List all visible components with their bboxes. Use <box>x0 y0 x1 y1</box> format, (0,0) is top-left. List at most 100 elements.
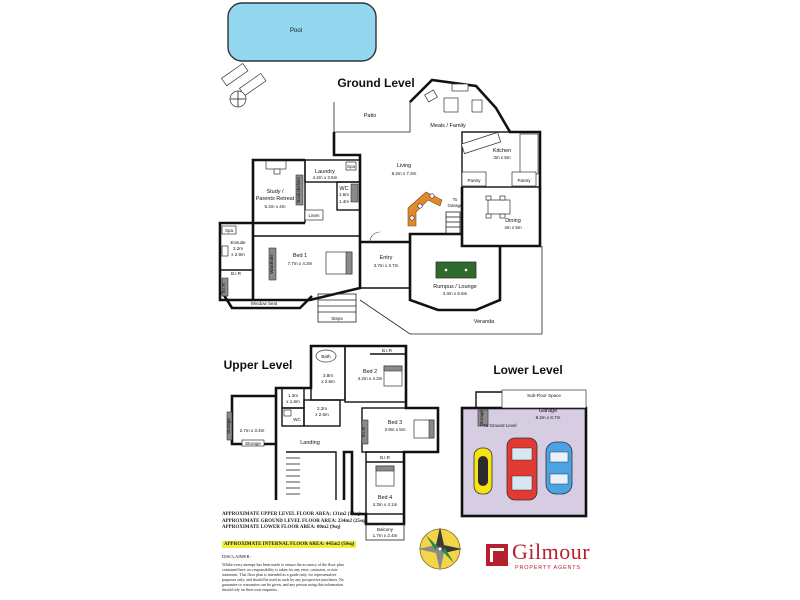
spa-label: Spa <box>347 164 356 169</box>
upper-level-title: Upper Level <box>224 358 293 372</box>
bir4-label: B.I.R <box>380 455 391 460</box>
to-ground-label: To Ground Level <box>483 423 516 428</box>
bir3-label: B.I.R <box>361 426 366 437</box>
disclaimer-heading: DISCLAIMER: <box>222 553 251 559</box>
study-label: Study / <box>266 189 284 195</box>
linen-label: Linen <box>308 213 320 218</box>
study-wall <box>251 158 305 225</box>
pool-table <box>435 261 477 279</box>
lower-storage-label: Storage <box>479 410 484 426</box>
kitchen-wall <box>461 131 541 188</box>
deck-storage-label: Storage <box>226 418 231 434</box>
wc-size-2: 1.4m <box>339 199 349 204</box>
subfloor-label: Sub-Floor Space <box>527 393 561 398</box>
floor-area-notes: APPROXIMATE UPPER LEVEL FLOOR AREA: 131m… <box>222 512 366 592</box>
bed3-label: Bed 3 <box>388 420 402 426</box>
bookshelves-label: Bookshelves <box>296 176 301 202</box>
upper-area-line: APPROXIMATE UPPER LEVEL FLOOR AREA: 131m… <box>222 512 362 519</box>
lounge-furniture <box>424 83 483 113</box>
bir-side-label: B.I.R <box>221 282 226 293</box>
rumpus-wall <box>408 242 502 312</box>
disclaimer-text: Whilst every attempt has been made to en… <box>222 561 344 592</box>
front-steps <box>317 293 357 323</box>
bed4-label: Bed 4 <box>378 495 392 501</box>
garage-label: Garage <box>539 408 557 414</box>
blue-car <box>545 441 573 495</box>
balcony-label: Balcony <box>377 527 394 532</box>
bath-size: 3.8m <box>323 373 333 378</box>
to-garage-label: To <box>453 197 458 202</box>
wc-label: WC <box>339 186 348 192</box>
wc-wall <box>336 181 361 211</box>
dining-label: Dining <box>505 218 521 224</box>
lower-level-title: Lower Level <box>493 363 562 377</box>
study-size: 5.4m x 4m <box>264 204 285 209</box>
bed4-size: 4.3m x 4.1m <box>373 502 398 507</box>
ensuite-wall <box>218 221 253 302</box>
landing-stairwell <box>286 451 337 500</box>
dining-table <box>485 195 511 219</box>
small-ensuite-size: 1.3m <box>288 393 298 398</box>
ground-level-plan: Patio Meals / Family Kitchen 3m x 5m Pan… <box>218 78 543 335</box>
study-label-2: Parents Retreat <box>256 196 295 202</box>
landing-label: Landing <box>300 440 320 446</box>
gilmour-logo-icon: Gilmour PROPERTY AGENTS <box>486 539 590 571</box>
wc-size: 1.6m <box>339 192 349 197</box>
lower-level-plan: Sub-Floor Space Storage Garage 9.2m x 8.… <box>460 389 588 518</box>
logo-mark-icon <box>486 544 508 566</box>
ground-area-value: 234m2 (25sq) <box>337 518 367 524</box>
small-ensuite-size-2: x 1.6m <box>286 399 300 404</box>
dining-size: 4m x 5m <box>504 225 522 230</box>
ensuite-spa-label: Spa <box>225 228 234 233</box>
bed3-size: 3.9m x 5m <box>384 427 405 432</box>
kitchen-island <box>460 131 502 155</box>
laundry-size: 4.2m x 3.5m <box>313 175 338 180</box>
brand-name: Gilmour <box>512 539 591 564</box>
ground-level-title: Ground Level <box>337 76 414 90</box>
bed1-label: Bed 1 <box>293 253 307 259</box>
study-desk <box>265 160 287 170</box>
mid-room-size-2: x 2.6m <box>315 412 329 417</box>
upper-level-plan: 2.7m x 3.4m Storage Storage Bath 3.8m x … <box>226 344 440 541</box>
kitchen-label: Kitchen <box>493 148 511 154</box>
rumpus-label: Rumpus / Lounge <box>433 284 476 290</box>
internal-area-highlight: APPROXIMATE INTERNAL FLOOR AREA: 445m2 (… <box>222 540 357 548</box>
laundry-label: Laundry <box>315 169 335 175</box>
entry-size: 3.7m x 3.7m <box>374 263 399 268</box>
laundry-wall <box>304 159 361 183</box>
bed1-size: 7.7m x 4.3m <box>288 261 313 266</box>
window-seat-label: Window Seat <box>251 301 278 306</box>
entry-label: Entry <box>380 255 393 261</box>
compass-rose-icon <box>418 527 462 571</box>
to-garage-label-2: Garage <box>447 203 463 208</box>
upper-wc-label: WC <box>293 417 301 422</box>
bir2-label: B.I.R <box>382 348 393 353</box>
bath-size-2: x 2.6m <box>321 379 335 384</box>
steps-label: Steps <box>331 316 343 321</box>
veranda-outline <box>359 246 543 335</box>
ensuite-size-2: x 2.9m <box>231 252 245 257</box>
balcony-size: 1.7m x 2.4m <box>373 533 398 538</box>
upper-area-label: APPROXIMATE UPPER LEVEL FLOOR AREA: <box>222 512 332 517</box>
kitchen-size: 3m x 5m <box>493 155 511 160</box>
mid-room-size: 2.2m <box>317 406 327 411</box>
wardrobe-label: Wardrobe <box>269 254 274 274</box>
bed1-bed <box>325 251 353 275</box>
storage-label-2: Storage <box>245 441 261 446</box>
lower-area-line: APPROXIMATE LOWER FLOOR AREA: 80m2 (9sq) <box>222 525 362 532</box>
patio-label: Patio <box>364 113 377 119</box>
pantry-label-2: Pantry <box>517 178 531 183</box>
upper-area-value: 131m2 (14sq) <box>332 512 361 517</box>
jetski <box>473 447 493 495</box>
garage-size: 9.2m x 8.7m <box>536 415 561 420</box>
bed2-wall <box>344 345 407 403</box>
pool-label: Pool <box>290 28 302 34</box>
pantry-label: Pantry <box>467 178 481 183</box>
pool <box>227 2 377 62</box>
living-bench <box>407 191 443 227</box>
ensuite-label: Ensuite <box>230 240 246 245</box>
living-label: Living <box>397 163 411 169</box>
sun-lounges <box>220 62 267 108</box>
bir-label: B.I.R <box>231 271 242 276</box>
